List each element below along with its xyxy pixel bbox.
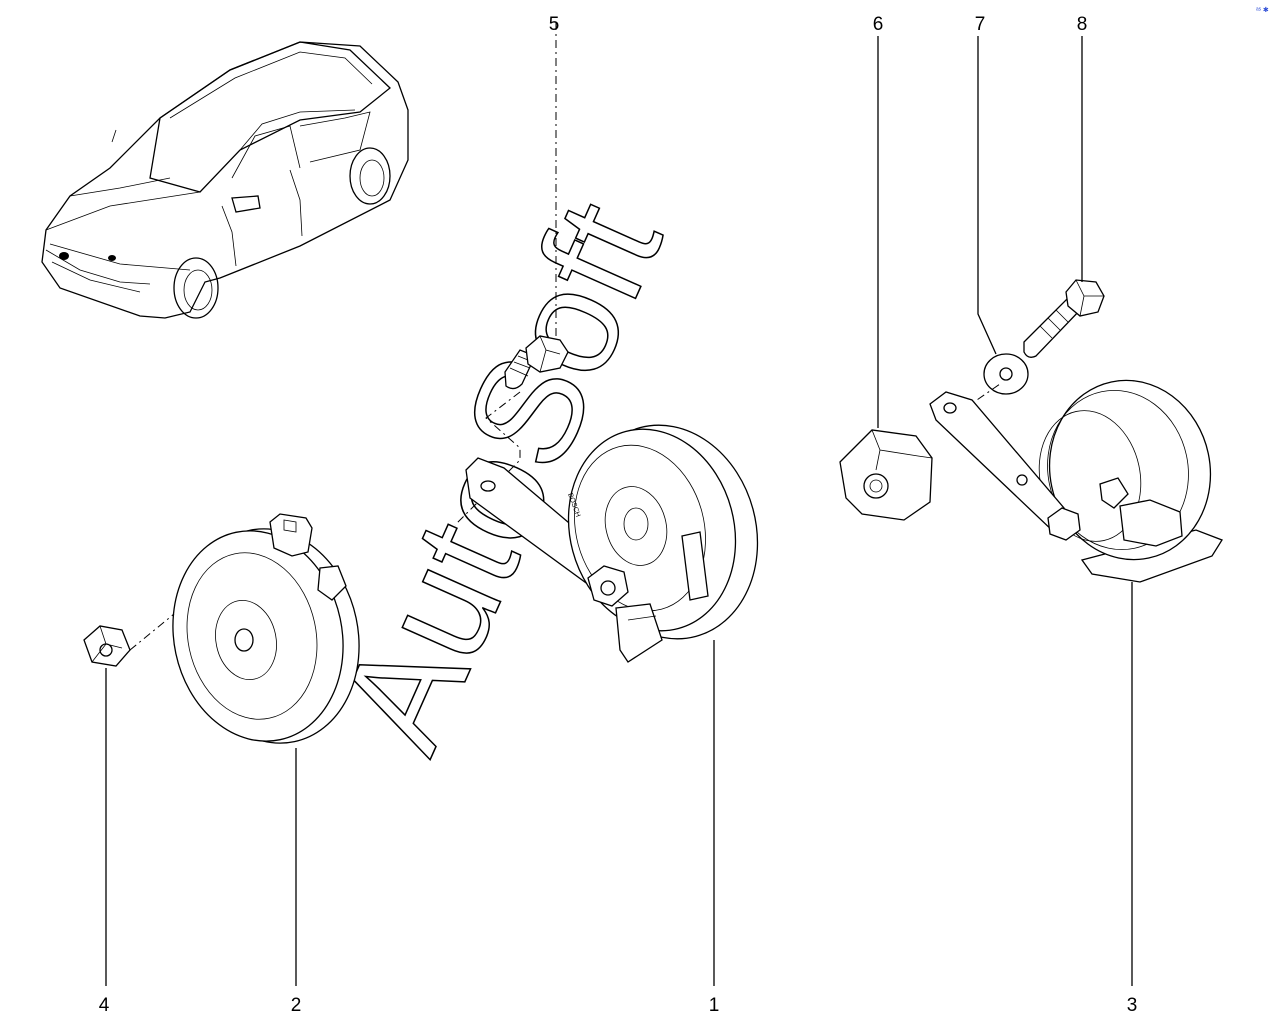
callout-numbers: 1 2 3 4 5 6 7 8 bbox=[99, 14, 1138, 1016]
callout-7: 7 bbox=[975, 14, 986, 35]
corner-mark: ᵃˢ ✱ bbox=[1256, 6, 1269, 14]
washer bbox=[983, 353, 1029, 395]
horn-center: BOSCH bbox=[465, 424, 759, 663]
leader-lines bbox=[105, 36, 1133, 986]
callout-5: 5 bbox=[549, 14, 560, 35]
callout-4: 4 bbox=[99, 995, 110, 1016]
horn-left bbox=[172, 513, 360, 744]
bolt-short bbox=[504, 335, 569, 390]
callout-1: 1 bbox=[709, 995, 720, 1016]
horn-right bbox=[929, 379, 1223, 583]
callout-6: 6 bbox=[873, 14, 884, 35]
car-thumbnail bbox=[41, 41, 409, 319]
callout-8: 8 bbox=[1077, 14, 1088, 35]
callout-3: 3 bbox=[1127, 995, 1138, 1016]
nut bbox=[83, 625, 131, 667]
bolt-long bbox=[1023, 279, 1105, 358]
callout-2: 2 bbox=[291, 995, 302, 1016]
bushing bbox=[839, 429, 933, 521]
